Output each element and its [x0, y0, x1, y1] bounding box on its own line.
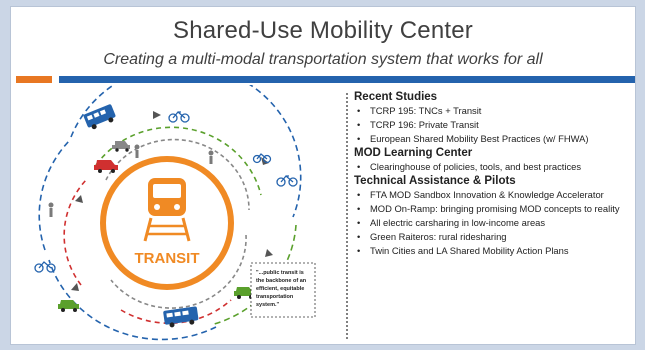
person-icon	[48, 202, 54, 217]
list-item: Clearinghouse of policies, tools, and be…	[354, 161, 634, 172]
person-icon	[134, 144, 140, 158]
quote-line: the backbone of an	[256, 278, 307, 284]
person-icon	[208, 150, 214, 164]
bullet-list-panel: Recent Studies TCRP 195: TNCs + Transit …	[354, 90, 634, 259]
quote-line: transportation	[256, 294, 294, 300]
ring-blue-bottom	[48, 259, 217, 341]
bullet-list: FTA MOD Sandbox Innovation & Knowledge A…	[354, 189, 634, 256]
ring-gray-inner	[105, 138, 250, 211]
section-heading: Technical Assistance & Pilots	[354, 175, 516, 187]
list-item: Twin Cities and LA Shared Mobility Actio…	[354, 245, 634, 256]
ring-gray-bottom	[110, 234, 247, 309]
list-item: TCRP 195: TNCs + Transit	[354, 105, 634, 116]
ring-red-inner	[63, 179, 87, 286]
quote-box	[250, 262, 316, 318]
bike-icon	[276, 175, 298, 187]
presentation-slide: Shared-Use Mobility Center Creating a mu…	[11, 7, 635, 344]
section-heading: Recent Studies	[354, 91, 438, 103]
ring-red-bottom	[120, 299, 232, 325]
list-item: TCRP 196: Private Transit	[354, 119, 634, 130]
quote-line: "...public transit is	[256, 270, 304, 276]
hub-label: TRANSIT	[135, 250, 200, 267]
arrow-head-1	[153, 111, 161, 119]
quote-line: system."	[256, 302, 279, 308]
bus-icon	[83, 104, 116, 130]
arrow-head-4	[71, 283, 79, 291]
list-item: All electric carsharing in low-income ar…	[354, 217, 634, 228]
section-heading: MOD Learning Center	[354, 147, 473, 159]
car-icon	[58, 300, 79, 312]
transit-hub-diagram: TRANSIT	[34, 85, 316, 341]
list-item: Green Raiteros: rural ridesharing	[354, 231, 634, 242]
bike-icon	[252, 153, 272, 164]
slide-subtitle: Creating a multi-modal transportation sy…	[103, 51, 543, 68]
bike-icon	[34, 261, 56, 273]
ring-green-right	[210, 224, 297, 326]
slide-title: Shared-Use Mobility Center	[173, 17, 473, 44]
arrow-head-5	[75, 195, 83, 203]
ring-blue-outer	[70, 85, 302, 218]
arrow-head-3	[265, 249, 273, 257]
bike-icon	[168, 111, 190, 123]
list-item: European Shared Mobility Best Practices …	[354, 133, 634, 144]
bullet-list: TCRP 195: TNCs + Transit TCRP 196: Priva…	[354, 105, 634, 144]
list-item: FTA MOD Sandbox Innovation & Knowledge A…	[354, 189, 634, 200]
quote-line: efficient, equitable	[256, 286, 304, 292]
transit-hub-ring	[100, 156, 234, 290]
car-icon	[112, 141, 130, 152]
arrow-head-2	[261, 157, 269, 165]
train-icon	[143, 178, 191, 242]
accent-bar-orange	[16, 76, 52, 83]
list-item: MOD On-Ramp: bringing promising MOD conc…	[354, 203, 634, 214]
bus-icon	[163, 306, 199, 328]
accent-bar-blue	[59, 76, 635, 83]
car-icon	[94, 160, 118, 173]
column-divider	[346, 93, 348, 339]
ring-blue-left	[38, 140, 70, 251]
bullet-list: Clearinghouse of policies, tools, and be…	[354, 161, 634, 172]
